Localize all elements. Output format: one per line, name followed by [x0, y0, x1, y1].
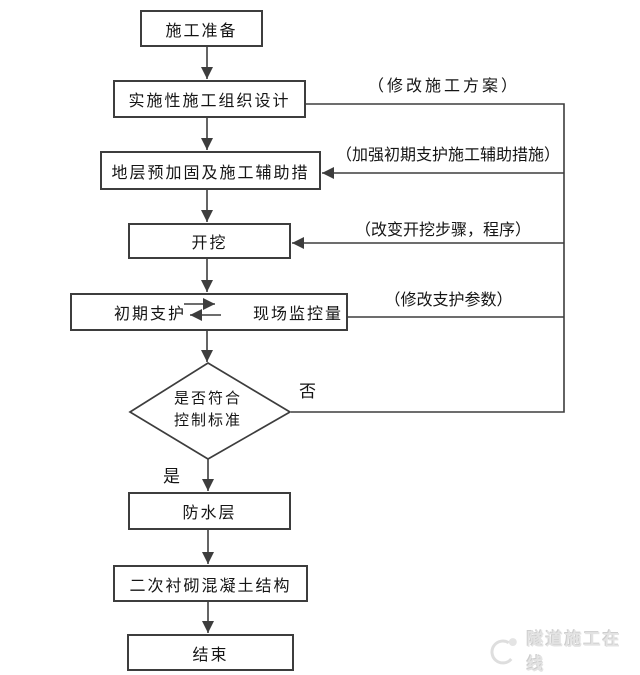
watermark-logo-icon — [490, 638, 517, 665]
decision-text-line1: 是否符合 — [173, 389, 242, 407]
label-modify-plan: （修改施工方案） — [367, 76, 520, 95]
flow-arrows-down — [201, 47, 214, 633]
node-initial-support: 初期支护 — [113, 304, 186, 323]
branch-label-yes: 是 — [163, 467, 180, 487]
node-excavation: 开挖 — [128, 223, 291, 259]
node-ground-pre-reinforcement: 地层预加固及施工辅助措 — [100, 151, 321, 190]
watermark-text: 隧道施工在线 — [526, 630, 622, 675]
label-change-excavation: （改变开挖步骤，程序） — [354, 220, 531, 239]
node-waterproof-layer: 防水层 — [128, 492, 291, 530]
branch-label-no: 否 — [299, 382, 316, 402]
label-modify-support: （修改支护参数） — [384, 290, 513, 309]
node-secondary-lining: 二次衬砌混凝土结构 — [113, 565, 308, 602]
decision-text-line2: 控制标准 — [173, 411, 242, 429]
node-site-monitoring: 现场监控量 — [252, 304, 343, 323]
label-strengthen-aux: （加强初期支护施工辅助措施） — [335, 145, 560, 164]
node-construction-org-design: 实施性施工组织设计 — [113, 80, 306, 118]
node-decision: 是否符合 控制标准 — [148, 387, 268, 431]
node-start: 施工准备 — [140, 10, 263, 47]
node-support-monitoring: 初期支护 现场监控量 — [70, 293, 348, 331]
watermark: 隧道施工在线 — [488, 625, 640, 675]
node-end: 结束 — [127, 634, 294, 671]
